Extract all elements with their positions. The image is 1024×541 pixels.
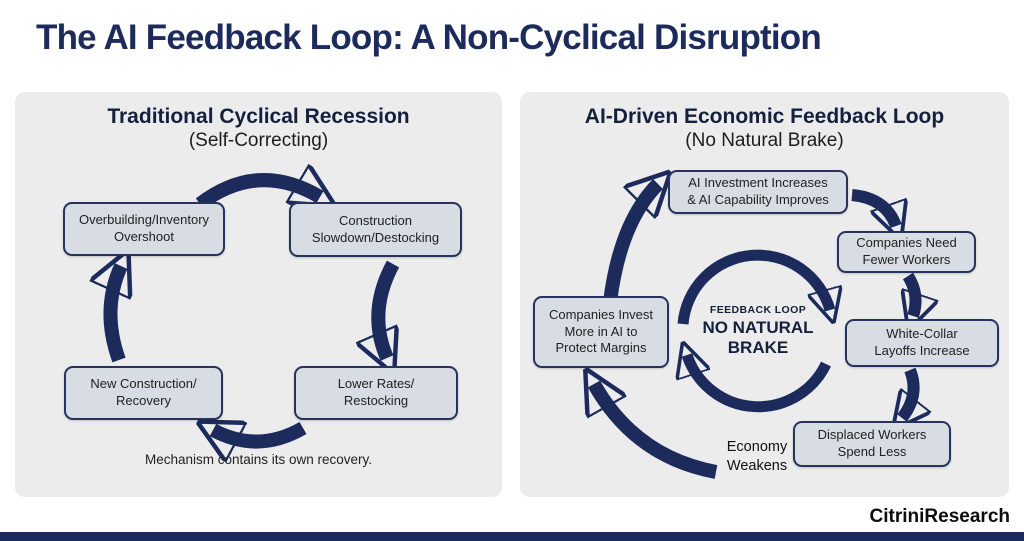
box-overbuilding-overshoot: Overbuilding/Inventory Overshoot [63, 202, 225, 256]
arrow-economy-to-invest-icon [594, 384, 718, 479]
inner-loop-bottom-arc-icon [687, 355, 831, 413]
panel-ai-feedback-loop: AI-Driven Economic Feedback Loop (No Nat… [520, 92, 1009, 497]
arrow-invest-to-ai-icon [603, 184, 658, 303]
box-companies-invest-more-in-ai: Companies Invest More in AI to Protect M… [533, 296, 669, 368]
cycle-arrows-left [15, 92, 502, 497]
box-companies-need-fewer-workers: Companies Need Fewer Workers [837, 231, 976, 273]
economy-weakens-label: Economy Weakens [726, 439, 788, 474]
left-panel-title: Traditional Cyclical Recession [107, 105, 410, 128]
box-new-construction-recovery: New Construction/ Recovery [64, 366, 223, 420]
main-title: The AI Feedback Loop: A Non-Cyclical Dis… [36, 18, 822, 57]
arrow-ai-to-fewer-workers-icon [851, 189, 896, 226]
arrow-fewer-workers-to-layoffs-icon [908, 272, 916, 316]
brand-logo: CitriniResearch [869, 506, 1010, 527]
feedback-loop-center-label: FEEDBACK LOOP NO NATURAL BRAKE [678, 304, 838, 357]
box-lower-rates-restocking: Lower Rates/ Restocking [294, 366, 458, 420]
left-panel-caption: Mechanism contains its own recovery. [144, 452, 373, 467]
box-white-collar-layoffs: White-Collar Layoffs Increase [845, 319, 999, 367]
right-panel-title: AI-Driven Economic Feedback Loop [584, 105, 945, 128]
arrow-bottom-icon [213, 428, 307, 442]
no-natural-brake-label: NO NATURAL BRAKE [702, 318, 814, 357]
arrow-top-icon [195, 180, 320, 210]
inner-loop-top-arc-icon [677, 249, 830, 324]
box-ai-investment-increases: AI Investment Increases & AI Capability … [668, 170, 848, 214]
right-panel-subtitle: (No Natural Brake) [685, 130, 844, 151]
box-displaced-workers-spend-less: Displaced Workers Spend Less [793, 421, 951, 467]
box-construction-slowdown: Construction Slowdown/Destocking [289, 202, 462, 257]
arrow-layoffs-to-spend-less-icon [902, 367, 914, 418]
bottom-bar [0, 532, 1024, 541]
arrow-right-icon [378, 260, 393, 358]
arrow-left-icon [110, 266, 121, 363]
feedback-loop-caption: FEEDBACK LOOP [709, 304, 807, 316]
cycle-arrows-right [520, 92, 1009, 479]
panel-traditional-recession: Traditional Cyclical Recession (Self-Cor… [15, 92, 502, 497]
left-panel-subtitle: (Self-Correcting) [188, 130, 329, 151]
